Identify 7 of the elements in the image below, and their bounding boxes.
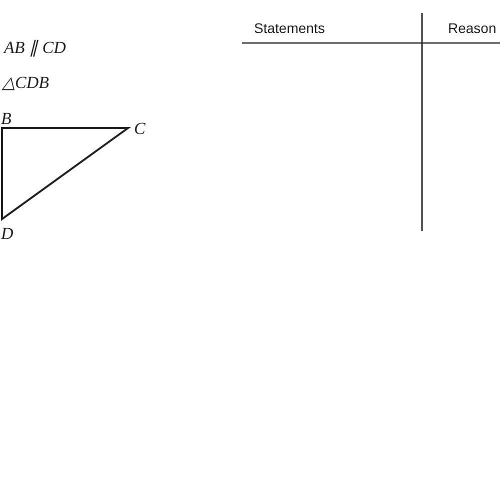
given-statement: AB ∥ CD: [4, 39, 66, 56]
vertex-label: B: [1, 110, 12, 127]
column-header: Reason: [448, 21, 496, 35]
column-header: Statements: [254, 21, 325, 35]
vertex-label: C: [134, 120, 146, 137]
prove-statement: △CDB: [2, 74, 49, 91]
vertex-label: D: [1, 225, 14, 242]
